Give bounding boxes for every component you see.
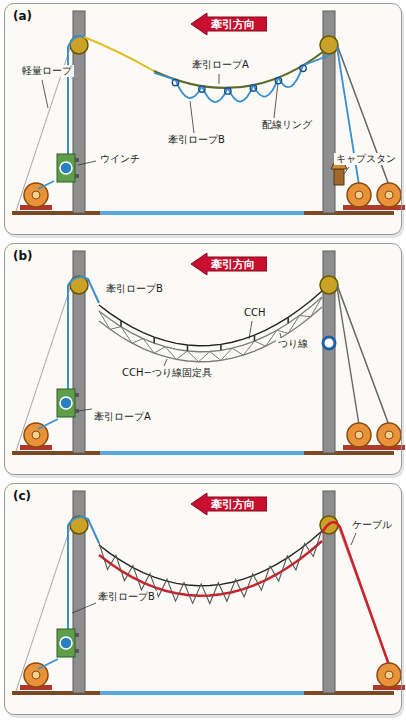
rope: [84, 37, 154, 71]
part-label: ケーブル: [350, 519, 394, 531]
step-panel: (b) 牽引方向: [4, 243, 402, 475]
rope: [38, 181, 54, 189]
rope: [154, 51, 324, 88]
cch-fixture: [254, 335, 256, 341]
cch-chord: [99, 307, 322, 362]
distribution-ring: [250, 85, 256, 91]
step-panel: (c) 牽引方向: [4, 483, 402, 715]
part-label: 牽引ロープB: [104, 283, 165, 295]
node-text: (b): [13, 249, 33, 263]
cable: [99, 541, 322, 596]
node-text: (a): [13, 9, 32, 23]
panel-ground: [4, 483, 402, 715]
cch-fixture: [120, 321, 122, 327]
guide-ring: [323, 337, 335, 349]
part-label: キャプスタン: [334, 153, 398, 165]
scene-c: [12, 491, 405, 693]
step-panel: (a) 牽引方向: [4, 3, 402, 235]
leader-line: [78, 409, 92, 411]
distribution-ring: [199, 86, 205, 92]
direction-arrow: 牽引方向: [191, 253, 267, 275]
cch-fixture: [153, 337, 155, 343]
cch-fixture: [287, 317, 289, 323]
part-label: つり線: [276, 338, 310, 350]
part-label: ウインチ: [98, 153, 142, 165]
part-label: 牽引ロープA: [190, 59, 251, 71]
rope: [337, 285, 389, 425]
leader-line: [344, 167, 349, 174]
distribution-ring: [300, 65, 306, 71]
arrow-body: [191, 253, 267, 275]
node-text: 牽引方向: [191, 14, 255, 36]
cch-fixture: [187, 345, 189, 351]
rope: [68, 517, 99, 633]
leader-line: [72, 603, 96, 613]
rope: [154, 73, 175, 80]
rope: [303, 55, 330, 65]
direction-arrow: 牽引方向: [191, 13, 267, 35]
rope-loop: [175, 80, 201, 98]
distribution-ring: [275, 77, 281, 83]
part-label: 配線リング: [260, 119, 314, 131]
panel-ground: [4, 3, 402, 235]
leader-line: [190, 101, 194, 133]
cch-fixture: [220, 344, 222, 350]
part-label: 牽引ロープA: [92, 411, 153, 423]
rope: [337, 287, 359, 425]
arrow-body: [191, 13, 267, 35]
node-text: (c): [13, 489, 31, 503]
direction-arrow: 牽引方向: [191, 493, 267, 515]
leader-line: [164, 359, 167, 366]
cable: [322, 522, 389, 665]
part-label: CCH−つり線固定具: [120, 367, 214, 379]
part-label: CCH: [242, 307, 267, 319]
leader-line: [42, 80, 48, 108]
node-text: 牽引方向: [191, 494, 255, 516]
rope: [38, 419, 58, 429]
arrow-body: [191, 493, 267, 515]
node-text: 牽引方向: [191, 254, 255, 276]
leader-line: [78, 161, 96, 165]
rope: [38, 659, 58, 669]
rope-loop: [202, 86, 228, 102]
rope: [68, 277, 99, 393]
distribution-ring: [225, 88, 231, 94]
leader-line: [351, 533, 356, 545]
capstan-symbol: [331, 163, 347, 185]
scene-a: [12, 11, 405, 213]
panel-ground: [4, 243, 402, 475]
scene-b: [12, 251, 405, 453]
cch-truss: [99, 297, 322, 362]
leader-line: [219, 74, 220, 84]
part-label: 牽引ロープB: [96, 591, 157, 603]
distribution-ring: [172, 79, 178, 85]
rope: [68, 36, 84, 155]
part-label: 牽引ロープB: [166, 134, 227, 146]
part-label: 軽量ロープ: [20, 65, 74, 77]
